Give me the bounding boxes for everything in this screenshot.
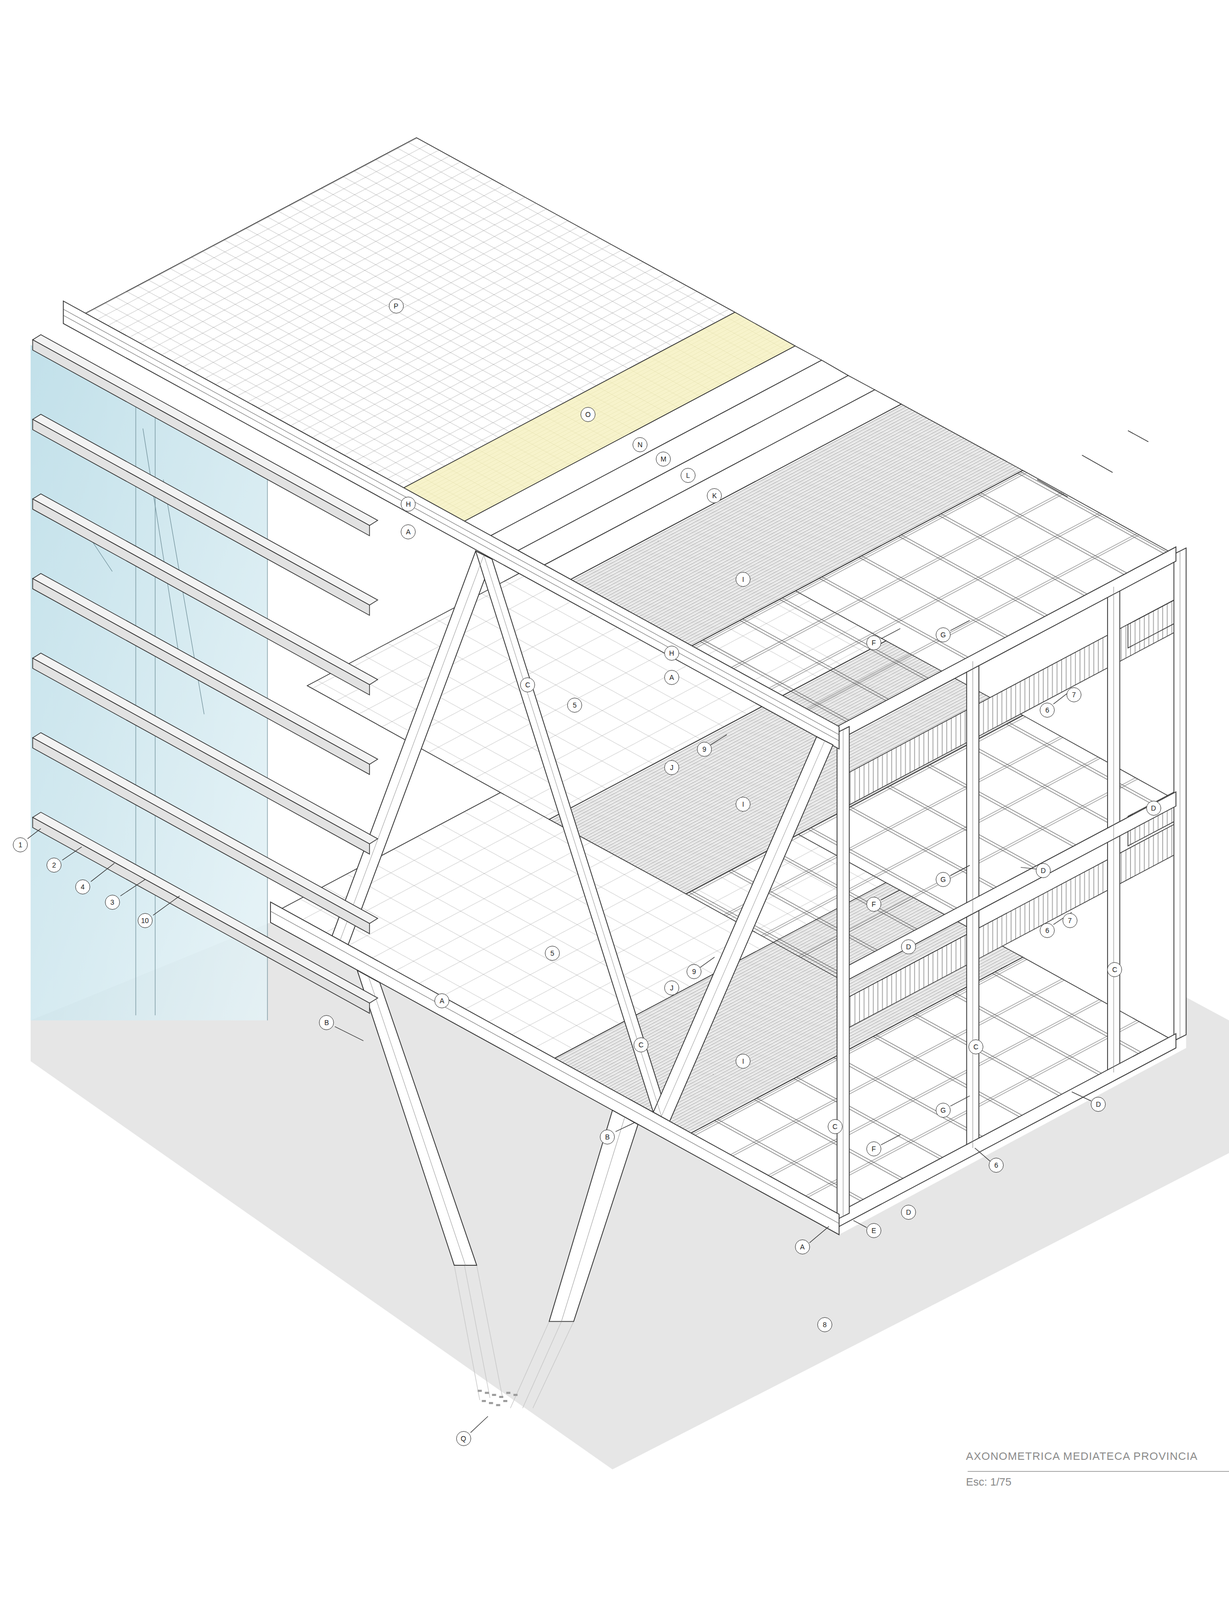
callout-letter: J [664,980,680,996]
callout-letter: 5 [544,946,560,962]
callout-letter: O [580,407,596,423]
bottom-beam [270,902,840,1236]
truss-diagonal [331,551,834,1123]
callout-letter: G [935,627,951,643]
roof-joist-ends [1037,430,1149,498]
truss-centerline [339,555,825,1117]
callout-letter: B [599,1129,615,1145]
sun-louvre [32,334,378,1014]
callout-letter: P [388,298,404,314]
callout-letter: G [935,1103,951,1119]
callout-letter: 2 [46,857,62,873]
open-web-joist [843,824,1175,1031]
callout-letter: I [735,572,751,588]
callout-letter: H [400,496,416,512]
callout-letter: 7 [1062,913,1078,929]
callout-letter: C [827,1119,843,1135]
inclined-column [357,970,639,1323]
foundation-lines [454,1265,574,1409]
anchor-bolts [477,1390,518,1407]
end-frame [837,546,1187,1228]
callout-letter: A [434,993,450,1009]
callout-letter: K [706,488,722,504]
callout-letter: L [680,468,696,483]
callout-letter: N [632,437,648,453]
callout-letter: M [655,451,671,467]
callout-letter: C [520,677,535,693]
bottom-beam-flange [270,911,840,1225]
callout-letter: D [1035,863,1051,879]
callout-letter: 5 [567,697,583,713]
callout-letter: D [901,1205,916,1221]
callout-letter: A [795,1239,810,1255]
callout-letter: 9 [686,964,702,980]
callout-letter: D [1090,1097,1106,1113]
drawing-title: AXONOMETRICA MEDIATECA PROVINCIA [965,1450,1198,1464]
callout-letter: A [400,524,416,540]
callout-letter: F [866,635,882,651]
callout-letter: 6 [1039,702,1055,718]
callout-letter: F [866,1141,882,1157]
callout-letter: I [735,1054,751,1069]
callout-letter: B [319,1015,334,1031]
callout-letter: G [935,872,951,888]
column-flange [368,976,625,1322]
callout-letter: F [866,897,882,912]
callout-letter: C [968,1039,984,1055]
callout-letter: 10 [137,913,153,929]
callout-letter: E [866,1223,882,1239]
scale-note: Esc: 1/75 [965,1476,1012,1490]
callout-letter: A [664,670,680,686]
callout-letter: 3 [105,895,120,910]
callout-letter: 4 [75,879,91,895]
callout-letter: D [901,939,916,955]
callout-letter: C [633,1037,649,1053]
callout-letter: 6 [988,1158,1004,1174]
callout-letter: 9 [696,742,712,757]
callout-letter: D [1146,801,1162,816]
callout-letter: 8 [817,1317,833,1333]
callout-letter: H [664,645,680,661]
callout-letter: J [664,760,680,776]
callout-letter: I [735,797,751,812]
callout-letter: 1 [12,837,28,853]
end-frame-flanges [843,551,1180,1218]
callout-letter: 6 [1039,923,1055,939]
building-silhouette [30,132,1187,1235]
leader-line [27,620,1092,1434]
title-rule [967,1471,1229,1473]
callout-letter: 7 [1066,687,1082,703]
callout-letter: C [1107,962,1123,978]
callout-letter: Q [456,1431,472,1447]
